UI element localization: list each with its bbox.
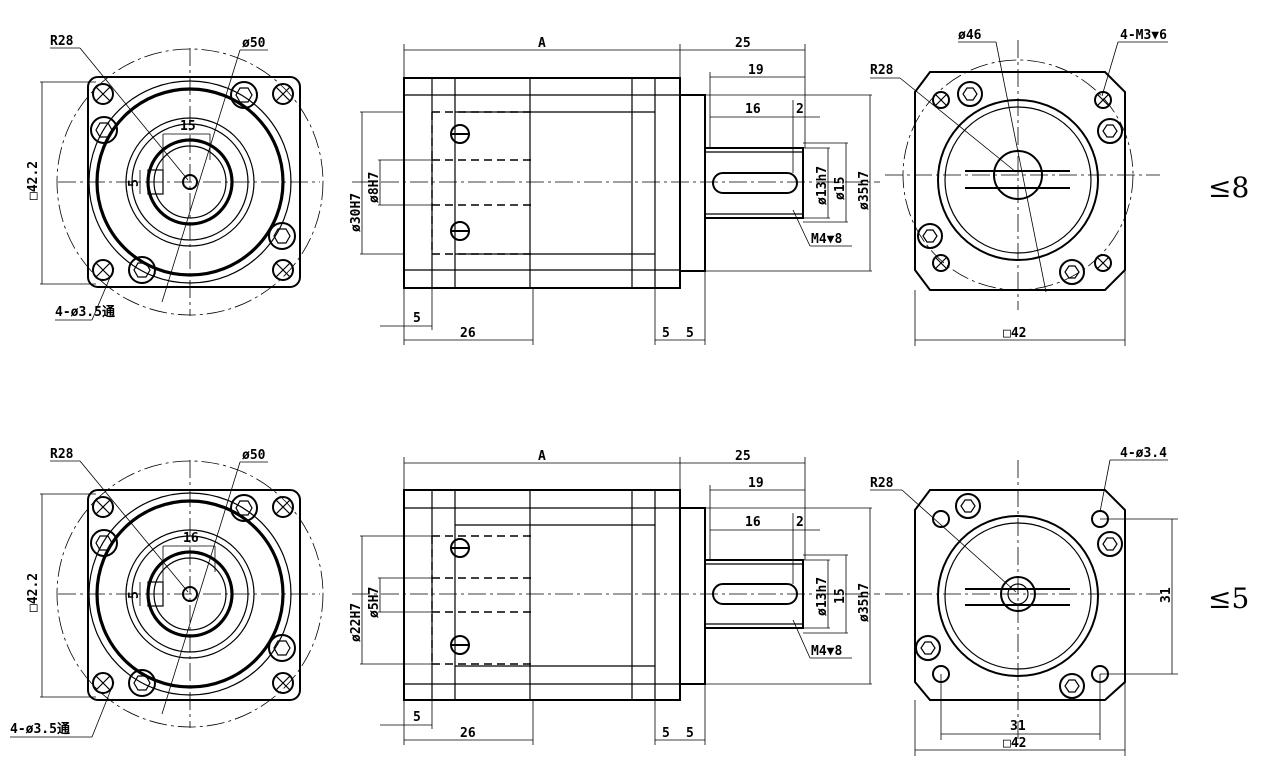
top-front-w15: 15 <box>180 119 196 134</box>
bottom-side-19: 19 <box>748 476 764 491</box>
bottom-front-h5: 5 <box>127 591 142 599</box>
hole-tr <box>272 83 294 105</box>
top-ratio-label: ≤8 <box>1208 171 1249 204</box>
top-side-view: A 25 19 16 2 5 26 5 5 ø30H7 ø8H7 <box>349 36 880 345</box>
bottom-side-view: A 25 19 16 2 5 26 5 5 ø22H7 ø5H7 ø13 <box>349 449 880 745</box>
top-side-5c: 5 <box>686 326 694 341</box>
screw-upper <box>450 124 470 144</box>
bottom-back-sq: □42 <box>1003 736 1026 751</box>
top-side-25: 25 <box>735 36 751 51</box>
top-side-5b: 5 <box>662 326 670 341</box>
top-side-5a: 5 <box>413 311 421 326</box>
bottom-front-view: □42.2 R28 ø50 16 5 4-ø3.5通 <box>10 447 324 738</box>
top-side-d15: ø15 <box>833 177 848 200</box>
top-front-view: □42.2 R28 ø50 15 5 4-ø3.5通 <box>26 34 324 321</box>
bottom-front-w16: 16 <box>183 531 199 546</box>
bottom-back-d34: 4-ø3.4 <box>1120 446 1167 461</box>
top-front-d50: ø50 <box>242 36 266 51</box>
bottom-front-r28: R28 <box>50 447 74 462</box>
bottom-front-sq: □42.2 <box>26 573 41 612</box>
top-back-view: ø46 4-M3▼6 R28 □42 <box>870 28 1168 346</box>
top-side-d13: ø13h7 <box>815 166 830 205</box>
bottom-back-d31h: 31 <box>1010 719 1026 734</box>
top-front-r28: R28 <box>50 34 74 49</box>
bottom-side-25: 25 <box>735 449 751 464</box>
bottom-side-d15: 15 <box>833 588 848 604</box>
bottom-side-16: 16 <box>745 515 761 530</box>
top-side-m4: M4▼8 <box>811 232 842 247</box>
bottom-back-r28: R28 <box>870 476 894 491</box>
bottom-ratio-label: ≤5 <box>1208 582 1249 615</box>
hole-tl <box>92 83 114 105</box>
bottom-side-m4: M4▼8 <box>811 644 842 659</box>
top-front-sq: □42.2 <box>26 161 41 200</box>
top-front-h5: 5 <box>127 179 142 187</box>
top-side-d35: ø35h7 <box>857 171 872 210</box>
top-back-sq: □42 <box>1003 326 1026 341</box>
screw-lower <box>450 221 470 241</box>
hole-br <box>272 259 294 281</box>
top-front-holes: 4-ø3.5通 <box>55 304 115 320</box>
bottom-front-d50: ø50 <box>242 448 266 463</box>
bottom-side-d22: ø22H7 <box>349 603 364 642</box>
bottom-side-A: A <box>538 449 546 464</box>
bottom-side-d13: ø13h7 <box>815 577 830 616</box>
bottom-front-holes: 4-ø3.5通 <box>10 721 70 737</box>
top-back-r28: R28 <box>870 63 894 78</box>
bottom-side-5a: 5 <box>413 710 421 725</box>
top-side-16: 16 <box>745 102 761 117</box>
bottom-side-d35: ø35h7 <box>857 583 872 622</box>
top-side-d30: ø30H7 <box>349 193 364 232</box>
top-side-2: 2 <box>796 102 804 117</box>
hole-bl <box>92 259 114 281</box>
bottom-side-2: 2 <box>796 515 804 530</box>
bottom-side-5b: 5 <box>662 726 670 741</box>
top-side-26: 26 <box>460 326 476 341</box>
bottom-side-d5h: ø5H7 <box>367 587 382 618</box>
top-side-d8: ø8H7 <box>367 172 382 203</box>
top-back-m3: 4-M3▼6 <box>1120 28 1167 43</box>
top-side-19: 19 <box>748 63 764 78</box>
bottom-back-d31v: 31 <box>1159 587 1174 603</box>
bottom-side-5c: 5 <box>686 726 694 741</box>
bottom-side-26: 26 <box>460 726 476 741</box>
top-side-A: A <box>538 36 546 51</box>
bottom-back-view: 4-ø3.4 R28 31 31 □42 <box>870 446 1178 756</box>
top-back-d46: ø46 <box>958 28 982 43</box>
